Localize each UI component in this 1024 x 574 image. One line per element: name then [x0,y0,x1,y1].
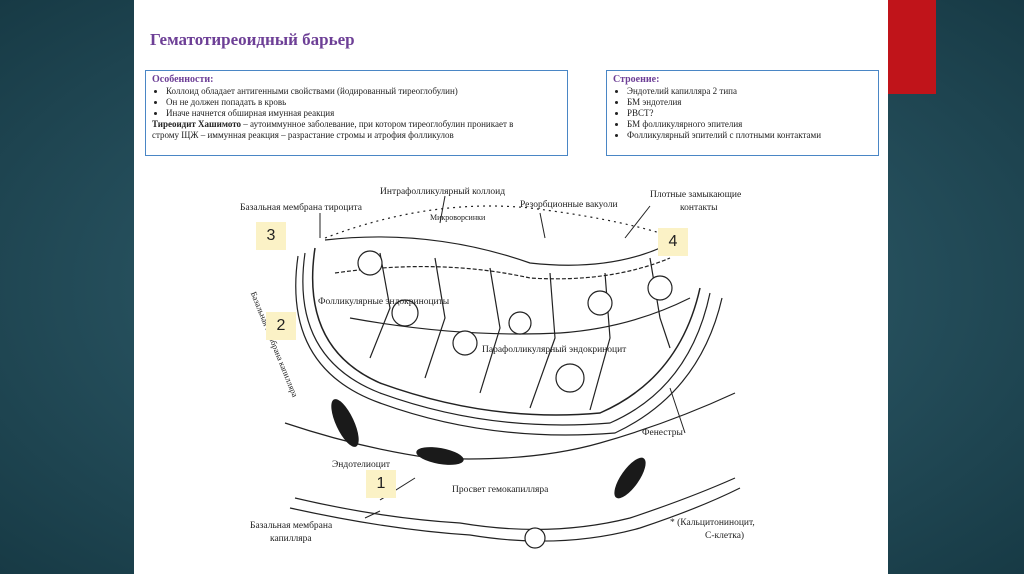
label-vacuoles: Резорбционные вакуоли [520,200,618,210]
label-tight-junctions-2: контакты [680,203,718,213]
label-bm-thyrocyte: Базальная мембрана тироцита [240,203,362,213]
label-fenestrae: Фенестры [642,428,683,438]
barrier-illustration [284,195,741,549]
structure-item: БМ эндотелия [627,97,872,108]
features-item: Иначе начнется обширная имунная реакция [166,108,561,119]
label-follicular-cells: Фолликулярные эндокриноциты [318,297,450,307]
features-item: Он не должен попадать в кровь [166,97,561,108]
label-c-cell-2: С-клетка) [705,531,745,541]
features-item: Коллоид обладает антигенными свойствами … [166,86,561,97]
structure-item: БМ фолликулярного эпителия [627,119,872,130]
hashimoto-line-2: строму ЩЖ – иммунная реакция – разрастан… [152,130,454,140]
features-heading: Особенности: [152,74,214,85]
label-colloid: Интрафолликулярный коллоид [380,187,506,197]
label-parafollicular: Парафолликулярный эндокриноцит [482,345,627,355]
label-bm-capillary-2: капилляра [270,534,312,544]
features-box: Особенности: Коллоид обладает антигенным… [145,70,568,156]
slide-title: Гематотиреоидный барьер [150,30,355,49]
features-list: Коллоид обладает антигенными свойствами … [152,86,561,119]
structure-heading: Строение: [613,74,660,85]
structure-item: РВСТ? [627,108,872,119]
marker-4: 4 [658,228,688,256]
label-microvilli: Микроворсинки [430,213,486,222]
structure-box: Строение: Эндотелий капилляра 2 типа БМ … [606,70,879,156]
label-endotheliocyte: Эндотелиоцит [332,460,391,470]
marker-1: 1 [366,470,396,498]
label-tight-junctions-1: Плотные замыкающие [650,190,742,200]
structure-item: Эндотелий капилляра 2 типа [627,86,872,97]
label-c-cell-1: * (Кальцитониноцит, [670,518,755,528]
structure-list: Эндотелий капилляра 2 типа БМ эндотелия … [613,86,872,141]
label-bm-capillary-1: Базальная мембрана [250,521,333,531]
hashimoto-text: – аутоиммунное заболевание, при котором … [241,119,514,129]
hashimoto-line: Тиреоидит Хашимото – аутоиммунное заболе… [152,119,561,130]
structure-item: Фолликулярный эпителий с плотными контак… [627,130,872,141]
label-lumen: Просвет гемокапилляра [452,485,549,495]
accent-bar [888,0,936,94]
marker-3: 3 [256,222,286,250]
hashimoto-term: Тиреоидит Хашимото [152,119,242,129]
marker-2: 2 [266,312,296,340]
